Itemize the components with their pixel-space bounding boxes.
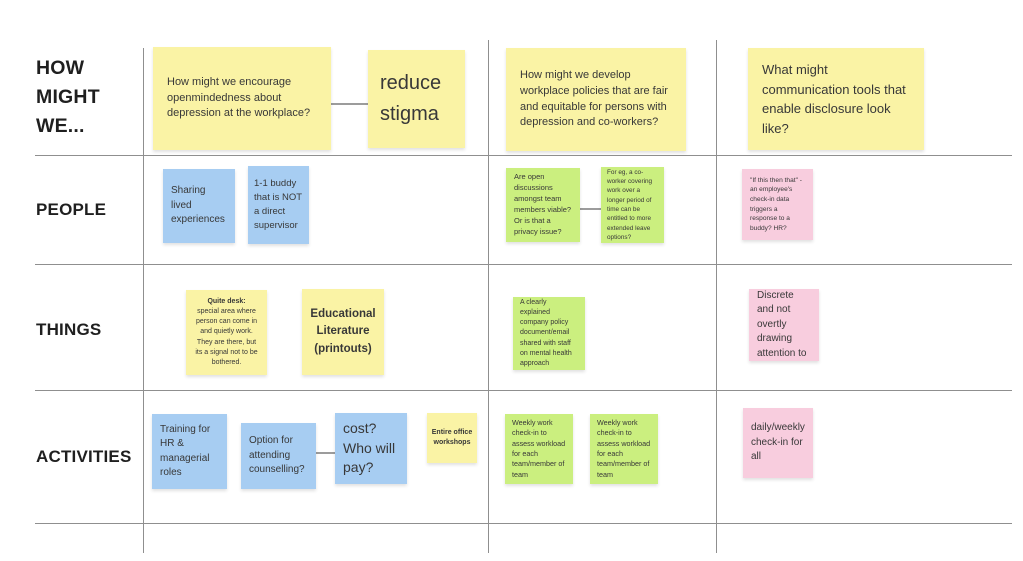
row-label-how-might-we: HOW MIGHT WE... [36, 57, 100, 137]
row-label-activities: ACTIVITIES [36, 447, 132, 466]
sticky-note-hmw-question-1[interactable]: How might we encourage openmindedness ab… [153, 47, 331, 150]
sticky-note-text: For eg, a co-worker covering work over a… [607, 168, 653, 241]
sticky-note-text: Option for attending counselling? [249, 435, 305, 476]
sticky-note-sharing-lived-experiences[interactable]: Sharing lived experiences [163, 169, 235, 243]
sticky-note-text: How might we develop workplace policies … [520, 68, 668, 129]
sticky-note-text: Weekly work check-in to assess workload … [597, 417, 651, 479]
sticky-note-text: Training for HR & managerial roles [160, 423, 211, 479]
sticky-note-training-hr[interactable]: Training for HR & managerial roles [152, 414, 227, 489]
sticky-note-text: 1-1 buddy that is NOT a direct superviso… [254, 178, 302, 231]
sticky-note-text: Educational Literature (printouts) [310, 308, 376, 355]
row-label-people: PEOPLE [36, 200, 107, 219]
sticky-note-weekly-checkin-2[interactable]: Weekly work check-in to assess workload … [590, 414, 658, 484]
grid-line-horizontal-3 [35, 390, 1012, 391]
sticky-note-text: Entire office workshops [431, 428, 473, 446]
sticky-note-weekly-checkin-1[interactable]: Weekly work check-in to assess workload … [505, 414, 573, 484]
sticky-note-text: reduce stigma [380, 72, 442, 125]
connector-line-activities [316, 452, 335, 454]
sticky-note-option-counselling[interactable]: Option for attending counselling? [241, 423, 316, 489]
sticky-note-reduce-stigma[interactable]: reduce stigma [368, 50, 465, 148]
sticky-note-entire-office-workshops[interactable]: Entire office workshops [427, 413, 477, 463]
sticky-note-title: Quite desk: [207, 298, 246, 305]
sticky-note-discrete-attention[interactable]: Discrete and not overtly drawing attenti… [749, 289, 819, 361]
sticky-note-text: special area where person can come in an… [195, 308, 258, 366]
sticky-note-text: Discrete and not overtly drawing attenti… [757, 289, 807, 359]
sticky-note-text: Weekly work check-in to assess workload … [512, 417, 566, 479]
sticky-note-coworker-covering-work[interactable]: For eg, a co-worker covering work over a… [601, 167, 664, 243]
connector-line-people [580, 208, 601, 210]
grid-line-vertical-3 [716, 40, 717, 553]
sticky-note-text: How might we encourage openmindedness ab… [167, 75, 311, 120]
sticky-note-text: daily/weekly check-in for all [751, 422, 805, 463]
sticky-note-daily-weekly-checkin[interactable]: daily/weekly check-in for all [743, 408, 813, 478]
sticky-note-text: What might communication tools that enab… [762, 62, 906, 136]
sticky-note-text: Are open discussions amongst team member… [514, 172, 572, 236]
sticky-note-quite-desk[interactable]: Quite desk: special area where person ca… [186, 290, 267, 375]
sticky-note-text: A clearly explained company policy docum… [520, 299, 572, 367]
sticky-note-text: Sharing lived experiences [171, 185, 225, 226]
sticky-note-text: cost? Who will pay? [343, 420, 396, 476]
sticky-note-educational-literature[interactable]: Educational Literature (printouts) [302, 289, 384, 375]
connector-line-hmw [331, 103, 368, 105]
grid-line-horizontal-4 [35, 523, 1012, 524]
grid-line-vertical-1 [143, 48, 144, 553]
grid-line-vertical-2 [488, 40, 489, 553]
sticky-note-text: "If this then that" - an employee's chec… [750, 176, 802, 232]
sticky-note-cost-who-will-pay[interactable]: cost? Who will pay? [335, 413, 407, 484]
sticky-note-company-policy-document[interactable]: A clearly explained company policy docum… [513, 297, 585, 370]
sticky-note-hmw-question-3[interactable]: What might communication tools that enab… [748, 48, 924, 150]
grid-line-horizontal-1 [35, 155, 1012, 156]
sticky-note-if-this-then-that[interactable]: "If this then that" - an employee's chec… [742, 169, 813, 240]
grid-line-horizontal-2 [35, 264, 1012, 265]
sticky-note-open-discussions[interactable]: Are open discussions amongst team member… [506, 168, 580, 242]
sticky-note-buddy-not-supervisor[interactable]: 1-1 buddy that is NOT a direct superviso… [248, 166, 309, 244]
sticky-note-hmw-question-2[interactable]: How might we develop workplace policies … [506, 48, 686, 151]
row-label-things: THINGS [36, 320, 102, 339]
